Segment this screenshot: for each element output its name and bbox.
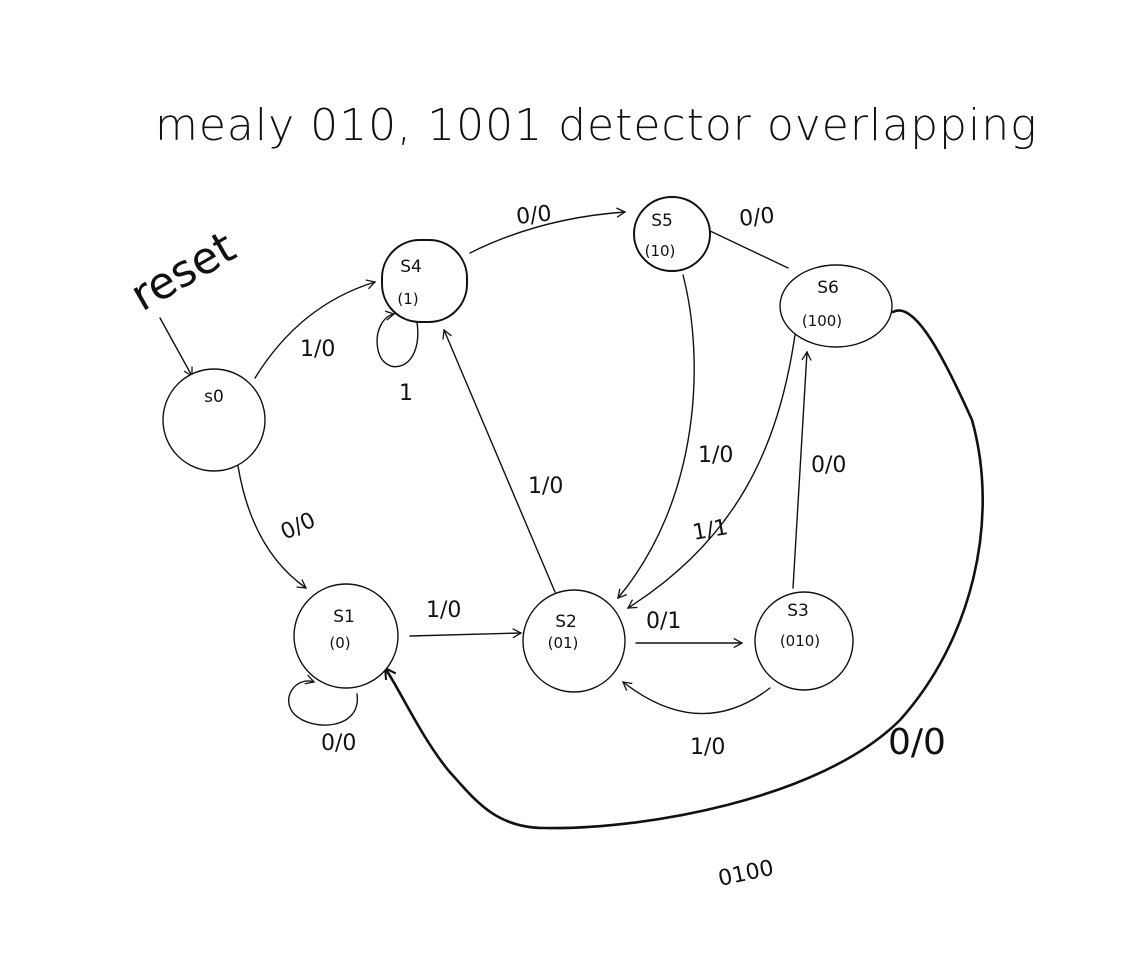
state-s2-seq: (01): [548, 634, 579, 652]
edge-s4-s4: [376, 310, 419, 368]
state-s4: S4 (1): [381, 239, 468, 323]
edge-s6-s2: [626, 334, 796, 609]
edge-s1-s1: [288, 674, 358, 726]
state-s5: S5 (10): [633, 196, 711, 272]
state-s6-name: S6: [817, 278, 839, 298]
edge-label-s1-s1: 0/0: [321, 731, 356, 756]
state-s1-name: S1: [333, 607, 355, 627]
edge-s0-s4: [254, 279, 377, 379]
edge-label-s2-s3: 0/1: [646, 609, 681, 634]
state-s5-name: S5: [651, 211, 673, 231]
edge-s4-s5: [469, 207, 627, 254]
bottom-note: 0100: [716, 856, 776, 892]
state-s4-seq: (1): [397, 290, 418, 308]
state-s6: S6 (100): [779, 264, 893, 348]
state-s4-name: S4: [400, 257, 422, 277]
edge-label-s5-s2: 1/0: [698, 443, 733, 468]
diagram-title: mealy 010, 1001 detector overlapping: [155, 100, 1038, 151]
state-s1: S1 (0): [293, 583, 399, 689]
edge-s0-s1: [237, 465, 308, 589]
edge-label-s6-s1: 0/0: [888, 722, 946, 763]
state-s3-seq: (010): [780, 632, 820, 650]
reset-arrow: [159, 317, 193, 378]
edge-label-s4-s5: 0/0: [515, 201, 553, 230]
edge-s6-s1: [383, 309, 984, 830]
edge-label-s4-s4: 1: [399, 381, 413, 406]
edge-label-s0-s1: 0/0: [277, 508, 320, 546]
state-s3-name: S3: [787, 601, 809, 621]
edge-label-s1-s2: 1/0: [426, 598, 461, 623]
state-s0: s0: [162, 368, 266, 472]
edge-label-s5-s6: 0/0: [738, 203, 776, 232]
edge-label-s2-s4: 1/0: [528, 474, 563, 499]
state-s0-name: s0: [204, 387, 224, 407]
edge-s1-s2: [409, 628, 523, 639]
edge-s3-s6: [792, 350, 812, 589]
state-s2: S2 (01): [522, 589, 626, 693]
state-s6-seq: (100): [802, 312, 842, 330]
edge-s3-s2: [621, 681, 771, 715]
edge-label-s3-s6: 0/0: [811, 453, 846, 478]
edge-s5-s6: [707, 229, 789, 269]
edge-s5-s2: [617, 274, 695, 600]
edge-label-s3-s2: 1/0: [690, 735, 725, 760]
edge-s2-s4: [442, 328, 556, 593]
edge-label-s0-s4: 1/0: [300, 337, 335, 362]
state-s5-seq: (10): [645, 242, 676, 260]
state-s1-seq: (0): [329, 634, 350, 652]
reset-label: reset: [122, 222, 244, 322]
edge-label-s6-s2: 1/1: [691, 515, 730, 546]
state-s3: S3 (010): [754, 591, 854, 691]
state-s2-name: S2: [555, 612, 577, 632]
